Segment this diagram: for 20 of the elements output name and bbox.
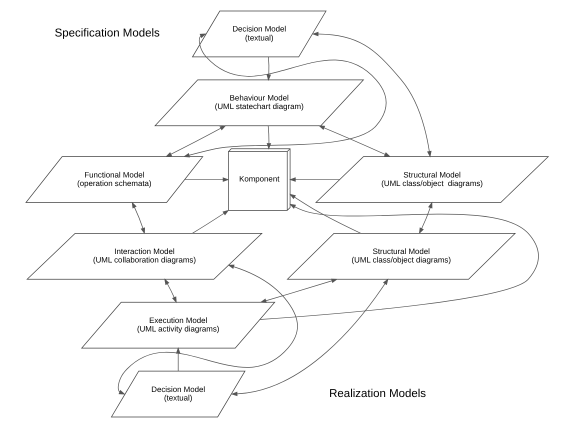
arrow [164,278,177,304]
arrow [176,347,180,372]
arrow [230,278,388,396]
arrow [132,202,145,234]
arrow [266,126,272,150]
arrow [259,204,539,320]
arrow [289,194,362,234]
label: Realization Models [329,388,426,400]
arrow [312,32,432,158]
arrow [266,56,272,81]
arrow [184,177,230,182]
label: Specification Models [54,28,160,40]
arrow [183,34,387,158]
arrow [118,264,298,394]
arrow [418,202,432,234]
arrow [289,177,340,182]
arrow [318,125,391,157]
arrow [260,278,338,303]
arrow [165,125,226,157]
arrow [192,210,230,234]
